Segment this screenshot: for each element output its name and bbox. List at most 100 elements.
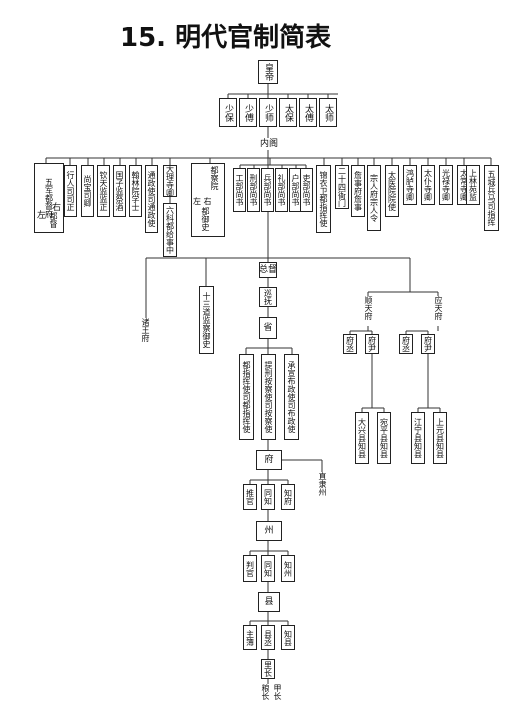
shierdao-label: 十三道监察御史 bbox=[202, 292, 211, 348]
wujun-left-label: 左 bbox=[37, 211, 47, 221]
zhifu-label: 知府 bbox=[283, 489, 293, 505]
zhizhou-label: 知州 bbox=[283, 560, 293, 577]
zhixian-box: 知县 bbox=[281, 625, 295, 650]
jiangning-box: 江宁县知县 bbox=[411, 412, 425, 464]
zhou-tongzhi-box: 同知 bbox=[261, 555, 275, 582]
gongbu-label: 工部尚书 bbox=[235, 174, 244, 206]
neige-label: 内阁 bbox=[258, 139, 280, 149]
xingbu-box: 刑部尚书 bbox=[247, 168, 260, 212]
yingtianfu-label: 应天府 bbox=[434, 296, 443, 320]
duyushi-label: 都御史 bbox=[201, 207, 210, 231]
tuiguan-box: 推官 bbox=[243, 484, 257, 510]
tixing-box: 提刑按察使司按察使 bbox=[261, 354, 276, 440]
duchayuan-lr-label: 左 右 bbox=[193, 197, 212, 206]
shuntian-fuyin-label: 府尹 bbox=[367, 336, 377, 352]
panguan-label: 判官 bbox=[245, 560, 255, 577]
emperor-label: 皇帝 bbox=[263, 63, 273, 81]
fu-label: 府 bbox=[264, 455, 274, 465]
jiazhang-label: 甲长 bbox=[273, 684, 282, 700]
shanglinyuan-box: 上林苑监 bbox=[466, 165, 480, 205]
shaobao-label: 少保 bbox=[223, 103, 233, 122]
hanlinyuan-label: 翰林院学士 bbox=[131, 171, 140, 211]
tongzhengsi-label: 通政使司通政使 bbox=[147, 171, 156, 227]
duchayuan-label: 都察院 bbox=[210, 166, 219, 190]
zongrenfu-label: 宗人府宗人令 bbox=[369, 174, 379, 222]
daxing-label: 大兴县知县 bbox=[357, 418, 367, 458]
wanping-label: 宛平县知县 bbox=[379, 418, 389, 458]
yingtian-fucheng-box: 府丞 bbox=[399, 334, 413, 354]
xian-label: 县 bbox=[264, 597, 274, 607]
zongdu-label: 总督 bbox=[259, 265, 277, 275]
shuntian-fucheng-box: 府丞 bbox=[343, 334, 357, 354]
zhou-label: 州 bbox=[264, 526, 274, 536]
guanglusi-label: 光禄寺卿 bbox=[441, 169, 451, 201]
duzhihuisi-label: 都指挥使司都指挥使 bbox=[242, 361, 251, 433]
wucheng-box: 五城兵马司指挥 bbox=[484, 165, 499, 231]
zongdu-box: 总督 bbox=[259, 262, 277, 278]
bingbu-label: 兵部尚书 bbox=[263, 174, 272, 206]
duzhihuisi-box: 都指挥使司都指挥使 bbox=[239, 354, 254, 440]
shaoshi-label: 少师 bbox=[263, 103, 273, 122]
jiangning-label: 江宁县知县 bbox=[413, 418, 423, 458]
guanglusi-box: 光禄寺卿 bbox=[439, 165, 453, 205]
taipusi-box: 太仆寺卿 bbox=[421, 165, 435, 205]
page-title: 15. 明代官制简表 bbox=[120, 23, 332, 53]
daxing-box: 大兴县知县 bbox=[355, 412, 369, 464]
zhanshifu-label: 詹事府詹事 bbox=[353, 171, 363, 211]
dalisi-label: 大理寺卿 bbox=[165, 165, 175, 197]
taishi-box: 太师 bbox=[319, 98, 337, 127]
shaobao-box: 少保 bbox=[219, 98, 237, 127]
honglusi-label: 鸿胪寺卿 bbox=[405, 169, 415, 201]
shangbaosi-label: 尚宝司卿 bbox=[83, 175, 92, 207]
zhilizhou-label: 直隶州 bbox=[318, 472, 327, 496]
xingrensi-box: 行人司司正 bbox=[64, 165, 77, 217]
tongzhi-label: 同知 bbox=[263, 489, 273, 505]
zhubu-box: 主簿 bbox=[243, 625, 257, 650]
shierdao-box: 十三道监察御史 bbox=[199, 286, 214, 354]
ershisiyamen-box: 二十四衙门 bbox=[335, 165, 349, 209]
shangyuan-box: 上元县知县 bbox=[433, 412, 447, 464]
libu-personnel-box: 吏部尚书 bbox=[300, 168, 313, 212]
liangzhang-label: 粮长 bbox=[261, 684, 270, 700]
xiancheng-label: 县丞 bbox=[263, 629, 273, 646]
taishi-label: 太师 bbox=[323, 103, 333, 122]
chengxuan-label: 承宣布政使司布政使 bbox=[287, 361, 296, 433]
dalisi-box: 大理寺卿 bbox=[163, 165, 177, 197]
shangyuan-label: 上元县知县 bbox=[435, 418, 445, 458]
taiyiyuan-label: 太医院院使 bbox=[387, 171, 397, 211]
zhou-box: 州 bbox=[256, 521, 282, 541]
qintianjian-box: 钦天监监正 bbox=[97, 165, 110, 217]
tongzhi-box: 同知 bbox=[261, 484, 275, 510]
sheng-box: 省 bbox=[259, 317, 277, 339]
zhuwangfu-label: 诸王府 bbox=[141, 318, 150, 342]
liuke-box: 六科都给事中 bbox=[163, 203, 177, 257]
taibao-box: 太保 bbox=[279, 98, 297, 127]
zhubu-label: 主簿 bbox=[245, 629, 255, 646]
taipusi-label: 太仆寺卿 bbox=[423, 169, 433, 201]
shaofu-box: 少傅 bbox=[239, 98, 257, 127]
sheng-label: 省 bbox=[263, 323, 273, 333]
taiyiyuan-box: 太医院院使 bbox=[385, 165, 399, 217]
emperor-box: 皇帝 bbox=[258, 60, 278, 84]
guozijian-label: 国子监祭酒 bbox=[115, 171, 124, 211]
taichangsi-label: 太常寺卿 bbox=[459, 169, 469, 201]
libu-rites-box: 礼部尚书 bbox=[275, 168, 288, 212]
xunfu-label: 巡抚 bbox=[263, 289, 273, 305]
shuntian-fuyin-box: 府尹 bbox=[365, 334, 379, 354]
hubu-label: 户部尚书 bbox=[291, 174, 300, 206]
chengxuan-box: 承宣布政使司布政使 bbox=[284, 354, 299, 440]
yingtian-fuyin-box: 府尹 bbox=[421, 334, 435, 354]
yingtian-fuyin-label: 府尹 bbox=[423, 336, 433, 352]
wujun-dudu-label: 都督 bbox=[49, 212, 58, 228]
tixing-label: 提刑按察使司按察使 bbox=[264, 361, 273, 433]
fu-box: 府 bbox=[256, 450, 282, 470]
libu-rites-label: 礼部尚书 bbox=[277, 174, 286, 206]
xiancheng-box: 县丞 bbox=[261, 625, 275, 650]
zhizhou-box: 知州 bbox=[281, 555, 295, 582]
zongrenfu-box: 宗人府宗人令 bbox=[367, 165, 381, 231]
shuntianfu-label: 顺天府 bbox=[364, 296, 373, 320]
shaoshi-box: 少师 bbox=[259, 98, 277, 127]
tuiguan-label: 推官 bbox=[245, 489, 255, 505]
